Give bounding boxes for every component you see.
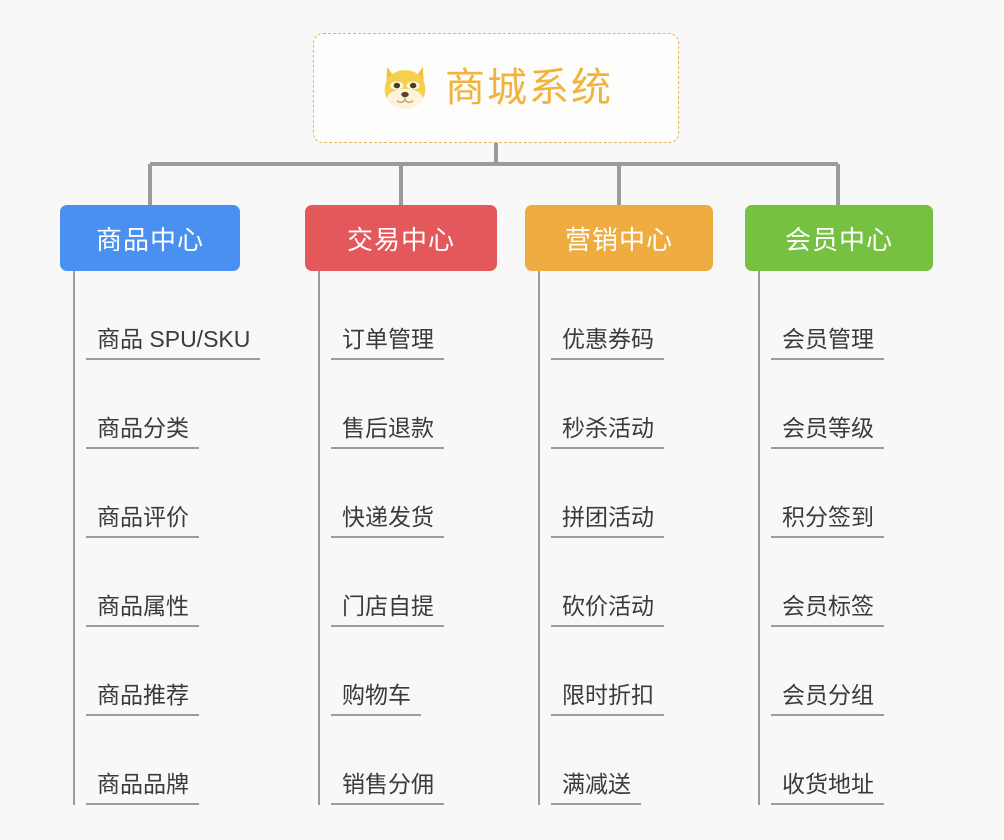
leaf-item[interactable]: 会员管理 [758, 271, 933, 360]
leaf-label: 会员标签 [782, 593, 874, 619]
leaf-underline [551, 447, 664, 449]
category-column: 营销中心优惠券码秒杀活动拼团活动砍价活动限时折扣满减送 [525, 205, 713, 805]
leaf-label: 优惠券码 [562, 326, 654, 352]
leaf-underline [771, 358, 884, 360]
leaf-label: 会员管理 [782, 326, 874, 352]
leaf-item[interactable]: 订单管理 [318, 271, 497, 360]
leaf-label: 满减送 [562, 771, 631, 797]
leaf-underline [551, 714, 664, 716]
category-header-3[interactable]: 营销中心 [525, 205, 713, 271]
leaf-item[interactable]: 商品品牌 [73, 716, 250, 805]
leaf-item[interactable]: 拼团活动 [538, 449, 713, 538]
category-column: 会员中心会员管理会员等级积分签到会员标签会员分组收货地址 [745, 205, 933, 805]
leaf-item[interactable]: 会员标签 [758, 538, 933, 627]
branch-trunk-line [73, 271, 75, 805]
category-header-1[interactable]: 商品中心 [60, 205, 240, 271]
leaf-underline [771, 625, 884, 627]
leaf-underline [771, 447, 884, 449]
leaf-label: 快递发货 [342, 504, 434, 530]
leaf-label: 积分签到 [782, 504, 874, 530]
leaf-item[interactable]: 优惠券码 [538, 271, 713, 360]
category-column: 商品中心商品 SPU/SKU 商品分类商品评价商品属性商品推荐商品品牌 [60, 205, 260, 805]
category-header-2[interactable]: 交易中心 [305, 205, 497, 271]
leaf-underline [551, 803, 641, 805]
leaf-underline [771, 714, 884, 716]
leaf-item[interactable]: 会员等级 [758, 360, 933, 449]
leaf-label: 秒杀活动 [562, 415, 654, 441]
leaf-label: 售后退款 [342, 415, 434, 441]
leaf-item[interactable]: 收货地址 [758, 716, 933, 805]
leaf-list: 会员管理会员等级积分签到会员标签会员分组收货地址 [745, 271, 933, 805]
leaf-label: 订单管理 [342, 326, 434, 352]
leaf-underline [771, 536, 884, 538]
category-header-4[interactable]: 会员中心 [745, 205, 933, 271]
leaf-label: 砍价活动 [562, 593, 654, 619]
leaf-underline [86, 536, 199, 538]
leaf-item[interactable]: 满减送 [538, 716, 713, 805]
leaf-underline [331, 625, 444, 627]
leaf-underline [331, 536, 444, 538]
leaf-underline [86, 358, 260, 360]
leaf-item[interactable]: 快递发货 [318, 449, 497, 538]
branch-trunk-line [318, 271, 320, 805]
leaf-item[interactable]: 秒杀活动 [538, 360, 713, 449]
branch-trunk-line [538, 271, 540, 805]
leaf-label: 商品分类 [97, 415, 189, 441]
leaf-underline [86, 714, 199, 716]
leaf-underline [331, 803, 444, 805]
leaf-list: 优惠券码秒杀活动拼团活动砍价活动限时折扣满减送 [525, 271, 713, 805]
leaf-underline [771, 803, 884, 805]
leaf-underline [331, 358, 444, 360]
leaf-item[interactable]: 限时折扣 [538, 627, 713, 716]
leaf-label: 拼团活动 [562, 504, 654, 530]
leaf-item[interactable]: 砍价活动 [538, 538, 713, 627]
leaf-label: 门店自提 [342, 593, 434, 619]
leaf-list: 订单管理售后退款快递发货门店自提购物车销售分佣 [305, 271, 497, 805]
leaf-item[interactable]: 购物车 [318, 627, 497, 716]
leaf-label: 收货地址 [782, 771, 874, 797]
leaf-label: 销售分佣 [342, 771, 434, 797]
leaf-label: 限时折扣 [562, 682, 654, 708]
root-title: 商城系统 [445, 66, 613, 110]
shiba-dog-icon [384, 66, 426, 109]
leaf-label: 商品评价 [97, 504, 189, 530]
leaf-item[interactable]: 商品属性 [73, 538, 250, 627]
leaf-label: 会员等级 [782, 415, 874, 441]
leaf-item[interactable]: 商品分类 [73, 360, 250, 449]
leaf-item[interactable]: 商品 SPU/SKU [73, 271, 260, 360]
leaf-item[interactable]: 销售分佣 [318, 716, 497, 805]
leaf-underline [551, 536, 664, 538]
leaf-underline [86, 625, 199, 627]
leaf-item[interactable]: 会员分组 [758, 627, 933, 716]
leaf-underline [331, 447, 444, 449]
leaf-label: 商品属性 [97, 593, 189, 619]
leaf-item[interactable]: 商品推荐 [73, 627, 250, 716]
leaf-label: 会员分组 [782, 682, 874, 708]
leaf-list: 商品 SPU/SKU 商品分类商品评价商品属性商品推荐商品品牌 [60, 271, 260, 805]
leaf-item[interactable]: 积分签到 [758, 449, 933, 538]
root-node[interactable]: 商城系统 [313, 33, 679, 143]
leaf-label: 购物车 [342, 682, 411, 708]
leaf-label: 商品品牌 [97, 771, 189, 797]
leaf-item[interactable]: 售后退款 [318, 360, 497, 449]
leaf-underline [551, 358, 664, 360]
leaf-item[interactable]: 门店自提 [318, 538, 497, 627]
leaf-label: 商品 SPU/SKU [97, 326, 251, 352]
leaf-underline [86, 447, 199, 449]
leaf-label: 商品推荐 [97, 682, 189, 708]
leaf-underline [551, 625, 664, 627]
category-column: 交易中心订单管理售后退款快递发货门店自提购物车销售分佣 [305, 205, 497, 805]
leaf-underline [331, 714, 421, 716]
leaf-underline [86, 803, 199, 805]
branch-trunk-line [758, 271, 760, 805]
leaf-item[interactable]: 商品评价 [73, 449, 250, 538]
